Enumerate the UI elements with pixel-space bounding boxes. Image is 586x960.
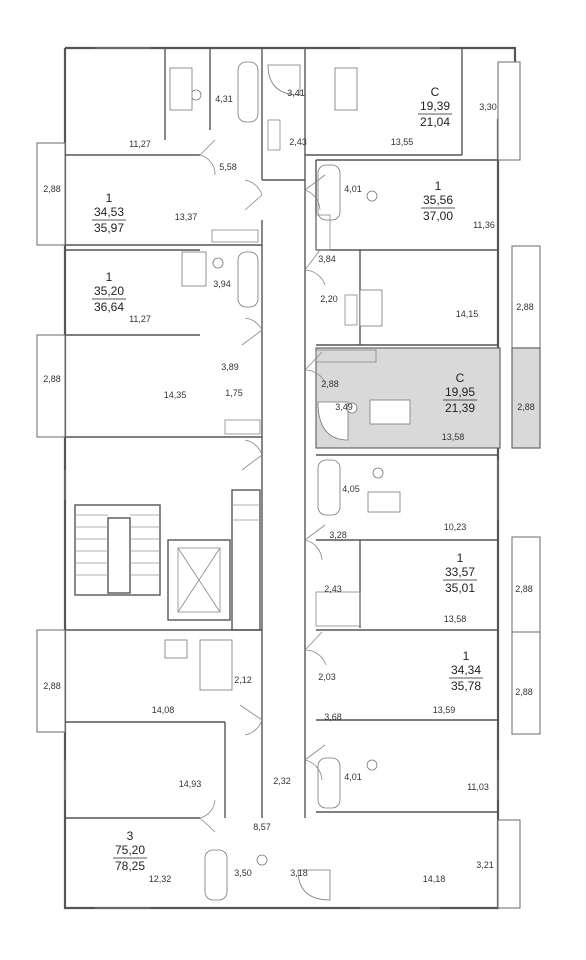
apartment-total-area: 21,04 [420,115,450,129]
room-area: 3,94 [213,279,231,289]
room-area: 2,43 [324,584,342,594]
apartment-label-1-c[interactable]: 1 35,56 37,00 [421,179,455,223]
room-area: 14,35 [164,390,187,400]
apartment-type: 1 [106,270,113,284]
room-area: 3,49 [335,402,353,412]
apartment-label-1-e[interactable]: 1 34,34 35,78 [449,649,483,693]
apartment-total-area: 78,25 [115,859,145,873]
room-area: 14,93 [179,779,202,789]
apartment-type: 1 [457,551,464,565]
room-area: 4,01 [344,184,362,194]
room-area: 4,05 [342,484,360,494]
highlighted-apartment[interactable] [315,347,541,449]
room-area: 8,57 [253,822,271,832]
room-area: 3,89 [221,362,239,372]
room-area: 2,88 [515,584,533,594]
room-area: 2,88 [43,184,61,194]
room-area: 3,30 [479,102,497,112]
room-area: 11,27 [129,139,151,149]
room-area: 14,18 [423,874,446,884]
room-area: 3,41 [287,88,305,98]
room-area: 2,43 [289,137,307,147]
room-area: 12,32 [149,874,172,884]
apartment-label-1-a[interactable]: 1 34,53 35,97 [92,191,126,235]
room-area: 14,08 [152,705,175,715]
room-area: 3,84 [318,254,336,264]
apartment-total-area: 35,78 [451,679,481,693]
stair-treads [75,504,260,576]
room-area: 2,88 [43,374,61,384]
room-area: 3,18 [290,868,308,878]
apartment-total-area: 35,01 [445,581,475,595]
wardrobe-hatches [211,119,377,627]
apartment-living-area: 19,95 [445,385,475,399]
room-area: 2,88 [515,687,533,697]
apartment-living-area: 33,57 [445,565,475,579]
room-area: 13,58 [442,432,465,442]
apartment-type: 1 [106,191,113,205]
apartment-living-area: 75,20 [115,843,145,857]
apartment-type: 1 [463,649,470,663]
room-area: 2,88 [43,681,61,691]
apartment-living-area: 19,39 [420,99,450,113]
room-area: 3,21 [476,860,494,870]
bathroom-fixtures [164,61,411,901]
room-area: 13,58 [444,614,467,624]
door-swings [199,139,327,833]
room-area: 2,20 [320,294,338,304]
room-area: 3,68 [324,712,342,722]
internal-walls [65,48,498,819]
room-area: 1,75 [225,388,243,398]
room-area: 2,03 [318,672,336,682]
apartment-total-area: 21,39 [445,401,475,415]
room-area: 2,12 [234,675,252,685]
apartment-total-area: 36,64 [94,300,124,314]
room-area: 11,03 [467,782,489,792]
apartment-type: С [456,371,465,385]
apartment-total-area: 37,00 [423,209,453,223]
room-area: 2,88 [321,379,339,389]
outer-walls [36,46,541,910]
room-area: 11,36 [473,220,495,230]
apartment-living-area: 35,20 [94,284,124,298]
apartment-label-c-top[interactable]: С 19,39 21,04 [418,85,452,129]
apartment-total-area: 35,97 [94,221,124,235]
room-area: 13,55 [391,137,414,147]
room-area: 13,59 [433,705,456,715]
apartment-type: С [431,85,440,99]
room-area: 13,37 [175,212,198,222]
apartment-label-1-b[interactable]: 1 35,20 36,64 [92,270,126,314]
room-area: 3,50 [234,868,252,878]
apartment-type: 3 [127,829,134,843]
room-area: 2,88 [516,302,534,312]
apartment-living-area: 35,56 [423,193,453,207]
room-area: 4,01 [344,772,362,782]
apartment-type: 1 [435,179,442,193]
apartment-living-area: 34,34 [451,663,481,677]
room-area: 2,88 [517,402,535,412]
windows [64,47,499,909]
room-area-labels: 11,27 4,31 3,41 2,43 13,55 3,30 5,58 2,8… [43,88,535,884]
room-area: 2,32 [273,776,291,786]
room-area: 11,27 [129,314,151,324]
apartment-label-1-d[interactable]: 1 33,57 35,01 [443,551,477,595]
apartment-living-area: 34,53 [94,205,124,219]
room-area: 14,15 [456,309,479,319]
room-area: 5,58 [219,162,237,172]
room-area: 3,28 [329,530,347,540]
apartment-label-c-mid[interactable]: С 19,95 21,39 [443,371,477,415]
room-area: 10,23 [444,522,467,532]
room-area: 4,31 [215,94,233,104]
apartment-label-3[interactable]: 3 75,20 78,25 [113,829,147,873]
